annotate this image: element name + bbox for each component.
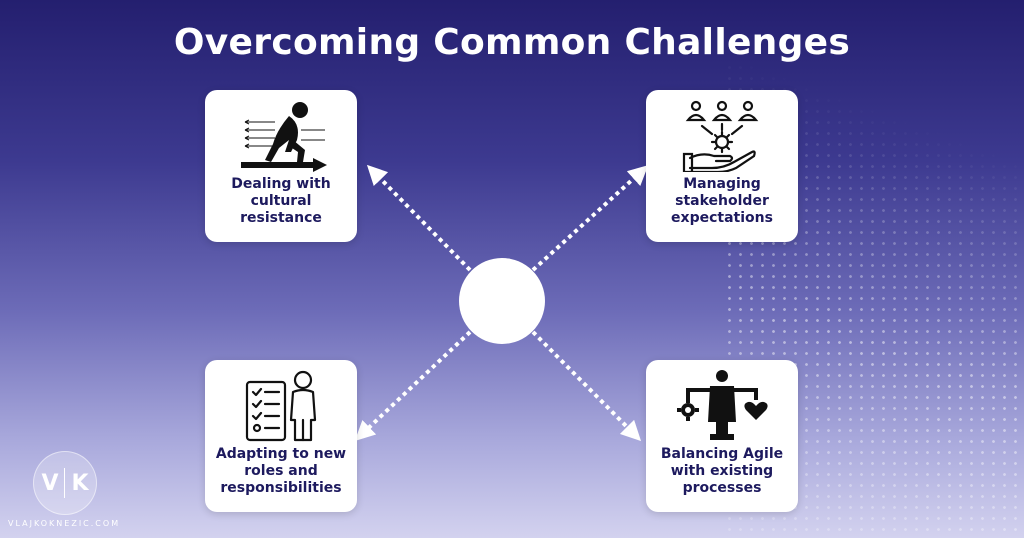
resistance-figure-icon bbox=[241, 102, 327, 172]
arrow-to-top-left bbox=[366, 164, 472, 272]
site-url: VLAJKOKNEZIC.COM bbox=[8, 519, 121, 528]
challenge-card-stakeholder-expectations: Managing stakeholder expectations bbox=[646, 90, 798, 242]
stakeholders-icon bbox=[682, 100, 759, 172]
balance-scale-icon bbox=[677, 370, 768, 440]
arrow-to-top-right bbox=[531, 165, 649, 272]
challenge-card-new-roles: Adapting to new roles and responsibiliti… bbox=[205, 360, 357, 512]
logo-divider bbox=[64, 468, 66, 498]
brand-logo: V K bbox=[33, 451, 97, 515]
arrow-to-bottom-right bbox=[531, 330, 642, 442]
center-hub-circle bbox=[459, 258, 545, 344]
page-title: Overcoming Common Challenges bbox=[173, 22, 851, 63]
card-label: Dealing with cultural resistance bbox=[231, 176, 331, 226]
challenge-card-balancing-agile: Balancing Agile with existing processes bbox=[646, 360, 798, 512]
logo-letter-right: K bbox=[71, 470, 89, 496]
arrow-to-bottom-left bbox=[354, 330, 472, 441]
checklist-person-icon bbox=[245, 370, 317, 442]
card-label: Balancing Agile with existing processes bbox=[660, 446, 784, 496]
card-label: Adapting to new roles and responsibiliti… bbox=[215, 446, 347, 496]
logo-letter-left: V bbox=[41, 470, 59, 496]
card-label: Managing stakeholder expectations bbox=[671, 176, 773, 226]
challenge-card-cultural-resistance: Dealing with cultural resistance bbox=[205, 90, 357, 242]
